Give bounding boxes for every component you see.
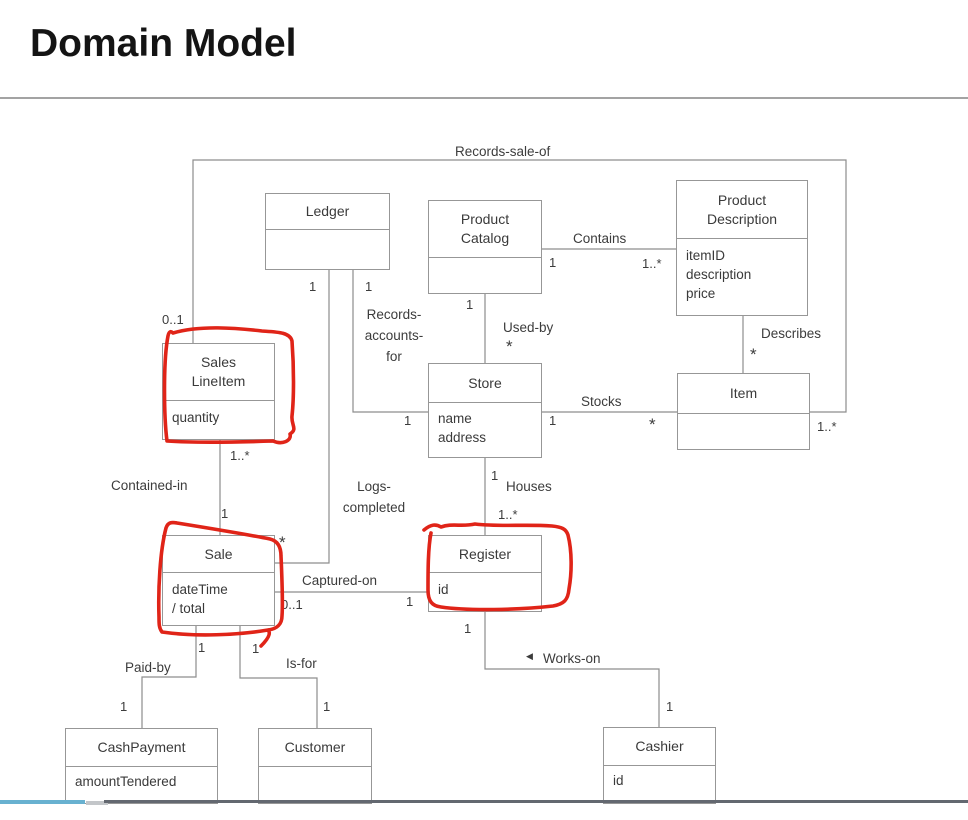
class-name: Item bbox=[678, 374, 809, 414]
multiplicity: 1 bbox=[549, 255, 557, 270]
association-label-describes: Describes bbox=[761, 326, 822, 341]
title-divider bbox=[0, 97, 968, 99]
attribute: itemID bbox=[686, 248, 726, 263]
attribute: description bbox=[686, 267, 752, 282]
class-name: CashPayment bbox=[66, 729, 217, 767]
class-name: Cashier bbox=[604, 728, 715, 766]
association-label-records-sale-of: Records-sale-of bbox=[455, 144, 551, 159]
multiplicity: 1 bbox=[549, 413, 557, 428]
multiplicity: 1 bbox=[466, 297, 474, 312]
association-label-works-on: Works-on bbox=[543, 651, 601, 666]
multiplicity: 1 bbox=[120, 699, 128, 714]
attribute: price bbox=[686, 286, 716, 301]
multiplicity: 1..* bbox=[498, 507, 518, 522]
class-box-customer: Customer bbox=[258, 728, 372, 804]
association-label-is-for: Is-for bbox=[286, 656, 317, 671]
association-label-used-by: Used-by bbox=[503, 320, 554, 335]
class-attributes: quantity bbox=[163, 401, 274, 439]
association-label-paid-by: Paid-by bbox=[125, 660, 171, 675]
class-box-store: Store name address bbox=[428, 363, 542, 458]
class-box-ledger: Ledger bbox=[265, 193, 390, 270]
attribute: / total bbox=[172, 601, 206, 616]
multiplicity: * bbox=[506, 337, 513, 356]
attribute: address bbox=[438, 430, 487, 445]
class-name: Customer bbox=[259, 729, 371, 767]
class-attributes: amountTendered bbox=[66, 767, 217, 803]
class-name: Ledger bbox=[266, 194, 389, 230]
player-progress-watched[interactable] bbox=[0, 800, 85, 804]
class-attributes bbox=[429, 258, 541, 293]
class-box-item: Item bbox=[677, 373, 810, 450]
class-box-sale: Sale dateTime / total bbox=[162, 535, 275, 626]
association-label-houses: Houses bbox=[506, 479, 552, 494]
class-attributes bbox=[678, 414, 809, 449]
class-box-sales-lineitem: Sales LineItem quantity bbox=[162, 343, 275, 440]
attribute: amountTendered bbox=[75, 774, 177, 789]
multiplicity: * bbox=[750, 345, 757, 364]
association-label-stocks: Stocks bbox=[581, 394, 622, 409]
class-name: Sale bbox=[163, 536, 274, 573]
class-attributes bbox=[259, 767, 371, 803]
class-name: Product Description bbox=[677, 181, 807, 239]
multiplicity: 1..* bbox=[230, 448, 250, 463]
class-box-product-description: Product Description itemID description p… bbox=[676, 180, 808, 316]
player-progress-buffer[interactable] bbox=[86, 801, 108, 805]
class-attributes: dateTime / total bbox=[163, 573, 274, 625]
class-name: Sales LineItem bbox=[163, 344, 274, 401]
class-attributes: id bbox=[604, 766, 715, 803]
association-label-contained-in: Contained-in bbox=[111, 478, 188, 493]
class-box-register: Register id bbox=[428, 535, 542, 612]
class-attributes: name address bbox=[429, 403, 541, 457]
multiplicity: 1..* bbox=[642, 256, 662, 271]
multiplicity: 1..* bbox=[817, 419, 837, 434]
class-attributes: id bbox=[429, 573, 541, 611]
association-label-records-accounts-for: Records- accounts- for bbox=[364, 307, 424, 364]
multiplicity: 1 bbox=[464, 621, 472, 636]
class-name: Register bbox=[429, 536, 541, 573]
class-box-cash-payment: CashPayment amountTendered bbox=[65, 728, 218, 804]
class-box-product-catalog: Product Catalog bbox=[428, 200, 542, 294]
class-attributes bbox=[266, 230, 389, 269]
attribute: id bbox=[438, 582, 449, 597]
player-progress-remaining[interactable] bbox=[104, 800, 968, 803]
multiplicity: 1 bbox=[666, 699, 674, 714]
association-line-paid-by bbox=[141, 626, 197, 728]
multiplicity: 1 bbox=[198, 640, 206, 655]
works-on-direction-arrow-icon: ◀ bbox=[526, 651, 533, 661]
multiplicity: 1 bbox=[491, 468, 499, 483]
multiplicity: * bbox=[279, 533, 286, 552]
multiplicity: 0..1 bbox=[281, 597, 303, 612]
multiplicity: 1 bbox=[309, 279, 317, 294]
class-attributes: itemID description price bbox=[677, 239, 807, 315]
attribute: dateTime bbox=[172, 582, 228, 597]
multiplicity: * bbox=[649, 415, 656, 434]
attribute: quantity bbox=[172, 410, 220, 425]
attribute: id bbox=[613, 773, 624, 788]
class-name: Store bbox=[429, 364, 541, 403]
association-line-works-on bbox=[484, 612, 660, 727]
multiplicity: 1 bbox=[406, 594, 414, 609]
association-label-logs-completed: Logs- completed bbox=[342, 479, 406, 515]
association-label-captured-on: Captured-on bbox=[302, 573, 378, 588]
attribute: name bbox=[438, 411, 472, 426]
multiplicity: 0..1 bbox=[162, 312, 184, 327]
class-name: Product Catalog bbox=[429, 201, 541, 258]
multiplicity: 1 bbox=[404, 413, 412, 428]
multiplicity: 1 bbox=[252, 641, 260, 656]
multiplicity: 1 bbox=[365, 279, 373, 294]
class-box-cashier: Cashier id bbox=[603, 727, 716, 804]
page-title: Domain Model bbox=[30, 22, 297, 65]
multiplicity: 1 bbox=[221, 506, 229, 521]
association-label-contains: Contains bbox=[573, 231, 627, 246]
multiplicity: 1 bbox=[323, 699, 331, 714]
association-line-logs-completed bbox=[275, 270, 330, 564]
